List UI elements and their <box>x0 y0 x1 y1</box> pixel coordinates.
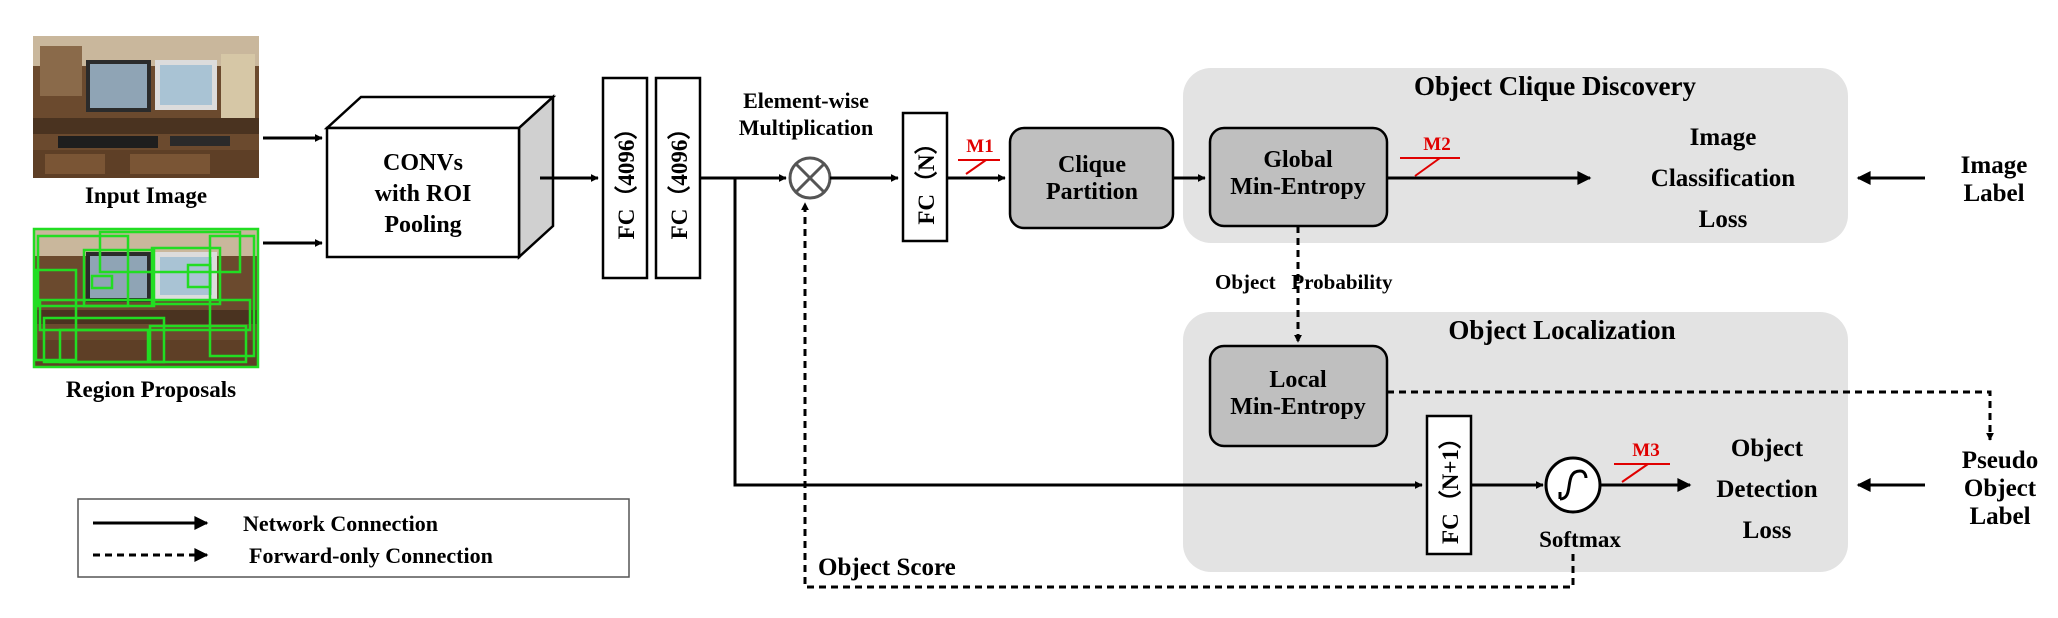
input-image <box>33 36 259 178</box>
region-proposals-image <box>32 227 260 369</box>
fc-to-fcn1-connection <box>733 178 1423 489</box>
pseudo-label-line3: Label <box>1969 503 2030 530</box>
svg-text:M2: M2 <box>1423 134 1450 155</box>
object-score-connection <box>801 202 1575 589</box>
detection-loss-line1: Object <box>1731 435 1804 462</box>
region-proposals-label: Region Proposals <box>66 377 236 402</box>
fc4096-box-2 <box>654 76 702 280</box>
multiply-label-line1: Element-wise <box>743 88 869 113</box>
softmax-label: Softmax <box>1539 527 1621 552</box>
softmax-icon <box>1544 456 1602 514</box>
clique-discovery-title: Object Clique Discovery <box>1414 71 1696 101</box>
image-label-line2: Label <box>1963 180 2024 207</box>
classification-loss-line2: Classification <box>1651 165 1796 192</box>
clique-partition-line1: Clique <box>1058 152 1126 178</box>
multiply-icon <box>788 156 832 200</box>
fcn-label: FC（N） <box>913 131 939 224</box>
object-probability-label: Object Probability <box>1215 270 1393 294</box>
fc4096-box-1 <box>601 76 649 280</box>
multiply-label-line2: Multiplication <box>739 115 873 140</box>
classification-loss-line3: Loss <box>1699 206 1748 233</box>
conv-label-line3: Pooling <box>384 212 461 238</box>
local-min-entropy-line2: Min-Entropy <box>1230 394 1366 420</box>
conv-label-line2: with ROI <box>375 181 472 207</box>
fc4096-label-2: FC（4096） <box>666 117 692 240</box>
detection-loss-line3: Loss <box>1743 517 1792 544</box>
localization-title: Object Localization <box>1448 315 1675 345</box>
m3-marker: M3 <box>1614 440 1670 483</box>
m2-marker: M2 <box>1400 134 1460 177</box>
conv-label-line1: CONVs <box>383 150 463 176</box>
object-score-label: Object Score <box>818 554 956 581</box>
global-min-entropy-line2: Min-Entropy <box>1230 174 1366 200</box>
fcn1-label: FC（N+1） <box>1437 426 1463 544</box>
m1-marker: M1 <box>958 136 1000 175</box>
local-min-entropy-line1: Local <box>1269 367 1327 393</box>
image-label-line1: Image <box>1961 152 2028 179</box>
conv-backbone-box <box>323 94 557 260</box>
global-min-entropy-line1: Global <box>1263 147 1333 173</box>
svg-text:M1: M1 <box>966 136 993 157</box>
detection-loss-line2: Detection <box>1716 476 1817 503</box>
classification-loss-line1: Image <box>1690 124 1757 151</box>
fc4096-label-1: FC（4096） <box>613 117 639 240</box>
clique-partition-line2: Partition <box>1046 179 1138 205</box>
fcn1-box <box>1425 414 1473 556</box>
local-min-entropy-box <box>1208 344 1389 448</box>
legend-box <box>77 498 630 578</box>
svg-text:M3: M3 <box>1632 440 1659 461</box>
legend-network-label: Network Connection <box>243 511 438 536</box>
fcn-box <box>901 111 949 243</box>
pseudo-label-line1: Pseudo <box>1962 447 2038 474</box>
pseudo-label-line2: Object <box>1964 475 2037 502</box>
clique-partition-box <box>1008 126 1175 230</box>
legend-forward-label: Forward-only Connection <box>249 543 493 568</box>
input-image-label: Input Image <box>85 183 207 208</box>
pseudo-label-connection <box>1387 390 1994 441</box>
